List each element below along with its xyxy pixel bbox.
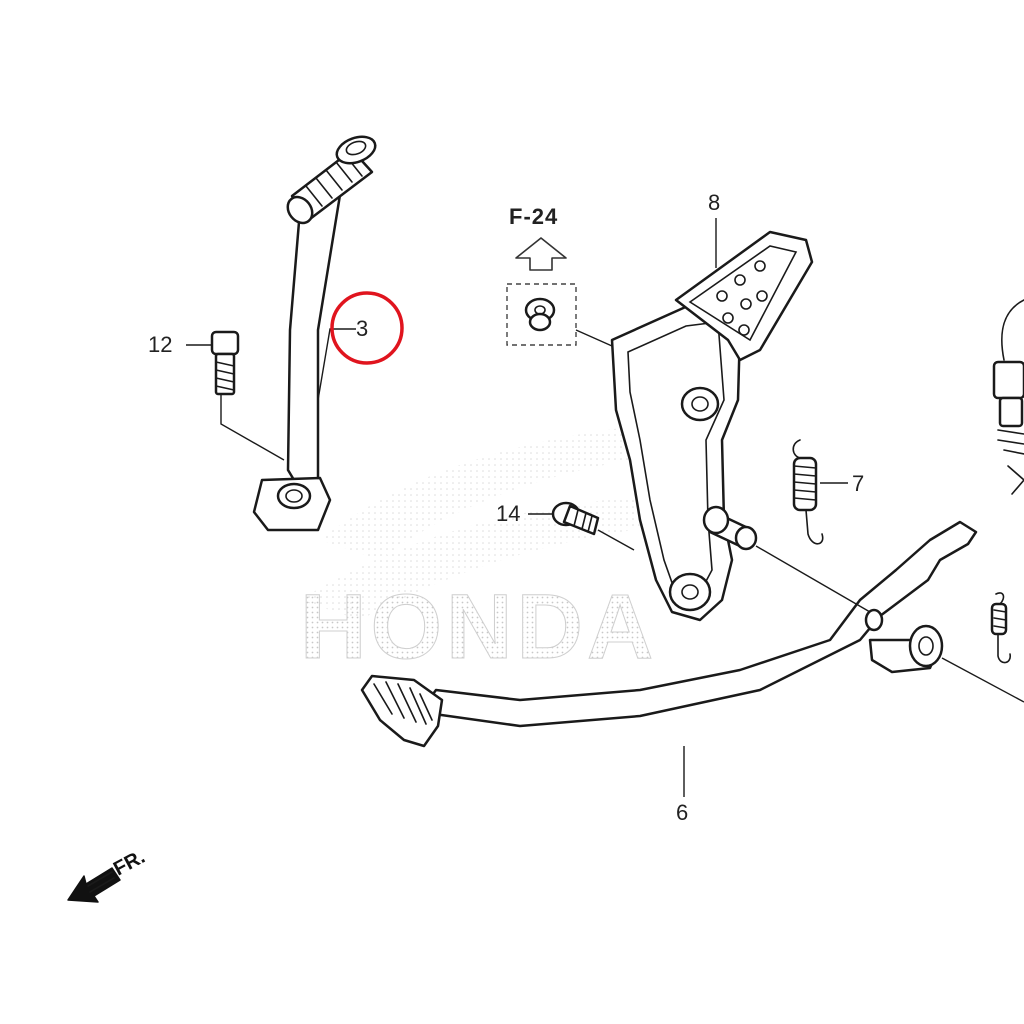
spring-right-part [990,592,1011,664]
wing-logo-shape [320,420,700,560]
callout-8: 8 [708,190,720,215]
brake-switch-rod-part [992,299,1024,495]
brake-pedal-part [360,520,978,748]
bolt-14-part [551,501,600,536]
wing-logo-shape-lower [300,490,720,620]
shift-lever-part [252,135,377,532]
front-arrow-icon [67,867,121,903]
callout-3: 3 [356,316,368,341]
callout-14: 14 [496,501,520,526]
callout-7: 7 [852,471,864,496]
reference-section-label: F-24 [509,204,558,229]
front-direction-indicator: FR. [67,846,149,903]
highlight-circle [330,291,404,365]
reference-up-arrow-icon [515,237,567,271]
leader-lines [186,218,1024,797]
bolt-12-part [210,330,240,396]
callout-6: 6 [676,800,688,825]
watermark-text: HONDA [300,576,657,678]
spring-7-part [792,439,824,545]
honda-watermark: HONDA [300,420,720,679]
footpeg-bracket-part [610,230,814,622]
grommet-reference-part [506,237,577,346]
callout-12: 12 [148,332,172,357]
